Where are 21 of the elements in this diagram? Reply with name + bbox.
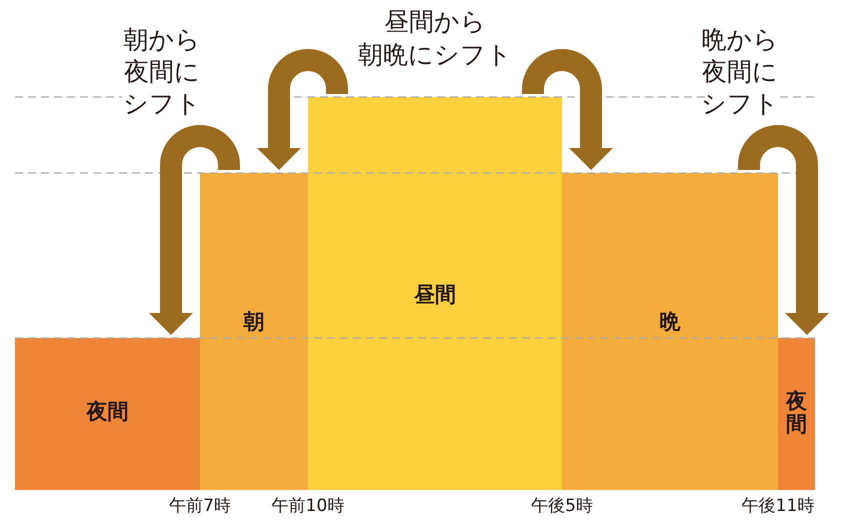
bar-label: 晩 <box>660 309 680 335</box>
time-tick-label: 午後11時 <box>742 496 814 516</box>
bar-label: 夜間 <box>86 399 128 425</box>
curved-arrow <box>257 49 348 170</box>
time-slot-bar <box>200 173 308 490</box>
annotation-text: 晩から夜間にシフト <box>701 24 779 120</box>
time-tick-label: 午前10時 <box>272 496 344 516</box>
bar-label: 夜間 <box>786 390 807 436</box>
time-tick-label: 午後5時 <box>531 496 593 516</box>
time-slot-bar <box>308 97 562 490</box>
annotation-text: 昼間から朝晩にシフト <box>358 6 512 71</box>
time-slot-bar <box>15 338 200 490</box>
time-slot-bar <box>562 173 778 490</box>
curved-arrow <box>522 49 613 170</box>
annotation-text: 朝から夜間にシフト <box>123 24 201 120</box>
curved-arrow <box>149 125 240 335</box>
time-tick-label: 午前7時 <box>169 496 231 516</box>
bar-label: 朝 <box>244 309 264 335</box>
bar-label: 昼間 <box>414 282 456 308</box>
curved-arrow <box>738 125 829 335</box>
time-slot-bar <box>778 338 815 490</box>
